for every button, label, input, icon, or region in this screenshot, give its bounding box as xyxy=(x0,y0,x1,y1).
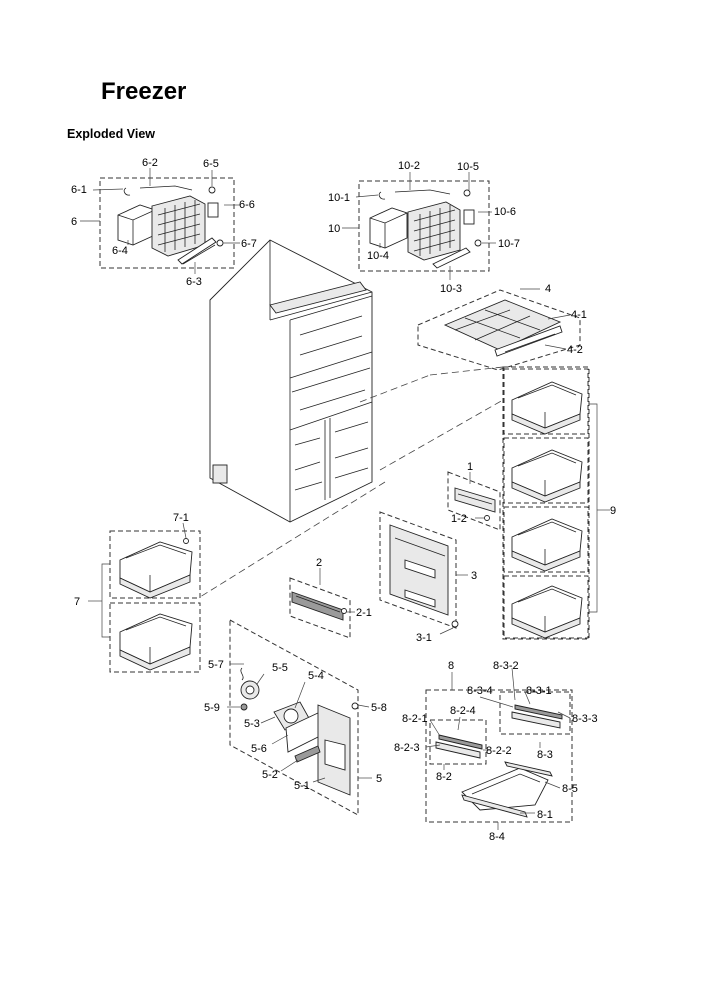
callout-5-9: 5-9 xyxy=(204,702,220,714)
group-4-shelf xyxy=(417,289,581,371)
callout-10-3: 10-3 xyxy=(440,283,462,295)
callout-6-4: 6-4 xyxy=(112,245,128,257)
callout-6-6: 6-6 xyxy=(239,199,255,211)
callout-6-7: 6-7 xyxy=(241,238,257,250)
callout-10-6: 10-6 xyxy=(494,206,516,218)
callout-8-2-1: 8-2-1 xyxy=(402,713,428,725)
callout-6-1: 6-1 xyxy=(71,184,87,196)
callout-1-2: 1-2 xyxy=(451,513,467,525)
callout-5-2: 5-2 xyxy=(262,769,278,781)
callout-labels: 6-2 6-5 6-1 6 6-6 6-4 6-7 6-3 10-2 10-5 … xyxy=(71,157,616,843)
callout-8-1: 8-1 xyxy=(537,809,553,821)
callout-8-2-3: 8-2-3 xyxy=(394,742,420,754)
callout-8-2-4: 8-2-4 xyxy=(450,705,476,717)
callout-5-7: 5-7 xyxy=(208,659,224,671)
callout-8-4: 8-4 xyxy=(489,831,505,843)
callout-5-1: 5-1 xyxy=(294,780,310,792)
callout-8-2-2: 8-2-2 xyxy=(486,745,512,757)
callout-8-3-2: 8-3-2 xyxy=(493,660,519,672)
callout-7-1: 7-1 xyxy=(173,512,189,524)
callout-10: 10 xyxy=(328,223,340,235)
callout-9: 9 xyxy=(610,505,616,517)
callout-4-2: 4-2 xyxy=(567,344,583,356)
group-8-rail-assembly xyxy=(425,689,573,823)
callout-10-5: 10-5 xyxy=(457,161,479,173)
group-10-ice-maker xyxy=(358,180,490,272)
callout-5-3: 5-3 xyxy=(244,718,260,730)
group-3-panel xyxy=(379,511,459,629)
callout-6-3: 6-3 xyxy=(186,276,202,288)
group-5-fan-assembly xyxy=(229,619,359,816)
group-1-cover xyxy=(447,471,501,531)
callout-7: 7 xyxy=(74,596,80,608)
callout-6: 6 xyxy=(71,216,77,228)
callout-2: 2 xyxy=(316,557,322,569)
callout-5-6: 5-6 xyxy=(251,743,267,755)
callout-8-3: 8-3 xyxy=(537,749,553,761)
callout-8-2: 8-2 xyxy=(436,771,452,783)
callout-10-2: 10-2 xyxy=(398,160,420,172)
callout-10-4: 10-4 xyxy=(367,250,389,262)
callout-8: 8 xyxy=(448,660,454,672)
group-9-drawers xyxy=(502,366,598,640)
callout-8-3-4: 8-3-4 xyxy=(467,685,493,697)
callout-8-3-3: 8-3-3 xyxy=(572,713,598,725)
callout-5-4: 5-4 xyxy=(308,670,324,682)
callout-8-3-1: 8-3-1 xyxy=(526,685,552,697)
page-title: Freezer xyxy=(101,78,187,105)
cabinet-body xyxy=(209,239,373,523)
section-title: Exploded View xyxy=(67,127,155,141)
callout-10-7: 10-7 xyxy=(498,238,520,250)
callout-2-1: 2-1 xyxy=(356,607,372,619)
callout-4: 4 xyxy=(545,283,551,295)
callout-10-1: 10-1 xyxy=(328,192,350,204)
callout-6-2: 6-2 xyxy=(142,157,158,169)
callout-6-5: 6-5 xyxy=(203,158,219,170)
callout-1: 1 xyxy=(467,461,473,473)
callout-4-1: 4-1 xyxy=(571,309,587,321)
callout-3: 3 xyxy=(471,570,477,582)
callout-5-5: 5-5 xyxy=(272,662,288,674)
group-6-ice-maker xyxy=(99,177,235,269)
group-7-drawers xyxy=(101,530,201,673)
callout-8-5: 8-5 xyxy=(562,783,578,795)
callout-3-1: 3-1 xyxy=(416,632,432,644)
group-2-bar xyxy=(289,577,351,639)
callout-5-8: 5-8 xyxy=(371,702,387,714)
callout-5: 5 xyxy=(376,773,382,785)
